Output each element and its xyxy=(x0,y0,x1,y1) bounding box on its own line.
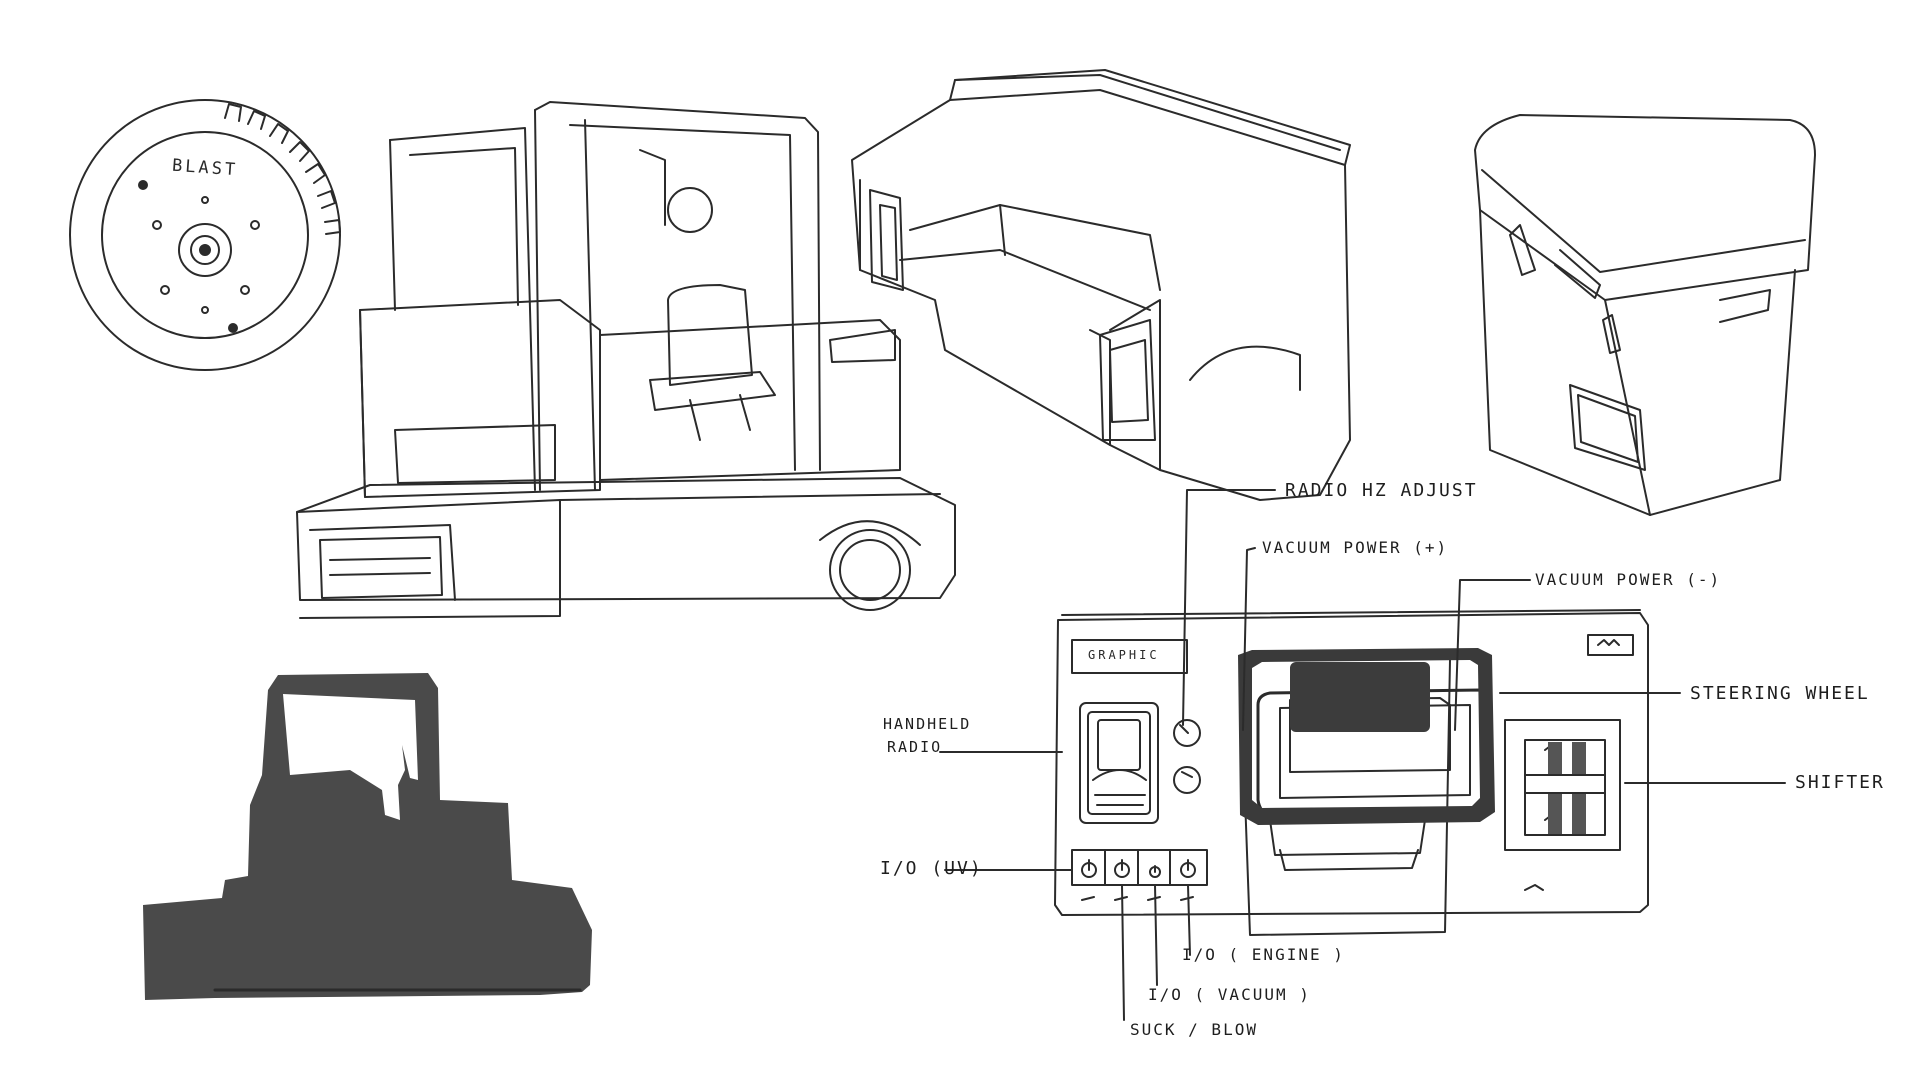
label-shifter: SHIFTER xyxy=(1795,772,1885,793)
label-vacuum-power-minus: VACUUM POWER (-) xyxy=(1535,570,1722,589)
shifter-handle xyxy=(1525,775,1605,793)
label-suck-blow: SUCK / BLOW xyxy=(1130,1020,1258,1039)
callout-leaders xyxy=(940,490,1785,1020)
graphic-label: GRAPHIC xyxy=(1088,648,1160,662)
steering-wheel-grip xyxy=(1238,648,1495,825)
label-io-vacuum: I/O ( VACUUM ) xyxy=(1148,985,1311,1004)
label-handheld-radio-line2: RADIO xyxy=(887,738,943,756)
cooler-sketch xyxy=(1475,115,1815,515)
label-handheld-radio-line1: HANDHELD xyxy=(883,715,972,733)
label-io-uv: I/O (UV) xyxy=(880,858,983,879)
hood-sketch xyxy=(852,70,1350,500)
label-steering-wheel: STEERING WHEEL xyxy=(1690,683,1870,704)
dashboard-panel-sketch xyxy=(1055,610,1648,935)
vehicle-silhouette xyxy=(143,673,592,1000)
wheel-sketch xyxy=(70,100,340,370)
vehicle-perspective-sketch xyxy=(297,102,955,618)
label-io-engine: I/O ( ENGINE ) xyxy=(1182,945,1345,964)
label-vacuum-power-plus: VACUUM POWER (+) xyxy=(1262,538,1449,557)
dash-screen xyxy=(1290,662,1430,732)
label-radio-hz-adjust: RADIO HZ ADJUST xyxy=(1285,480,1478,501)
